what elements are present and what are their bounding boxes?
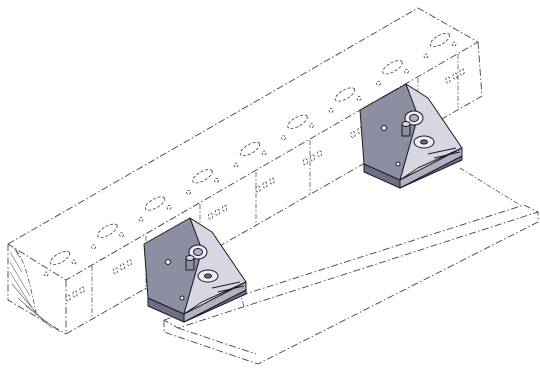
rail-slot <box>97 223 118 238</box>
rail-top-hole <box>43 271 49 277</box>
block-side-hole <box>179 295 185 301</box>
rail-top-hole <box>186 189 191 195</box>
block-groove <box>211 281 245 293</box>
rail-hole-group <box>186 169 228 220</box>
block-front-lip <box>183 281 247 323</box>
rail-front-hole <box>126 259 133 267</box>
block-screw-head <box>185 255 195 261</box>
rail-front-hole <box>316 150 323 158</box>
plate-inner-edge <box>177 327 257 355</box>
rail-hole-group <box>423 32 465 84</box>
rail-top-hole <box>423 53 429 59</box>
block-boss-hole <box>193 248 203 256</box>
rail-top-hole <box>166 205 172 210</box>
rail-front-hole <box>79 286 85 294</box>
rail-top-hole <box>119 232 124 238</box>
rail-front-hole <box>262 181 268 189</box>
block-pocket-hole <box>204 273 212 279</box>
block-groove <box>427 147 461 159</box>
rail-top-hole <box>404 68 409 74</box>
rail-front-hole <box>65 294 71 302</box>
rail-top-hole <box>71 259 77 265</box>
rail-top-hole <box>309 123 314 129</box>
rail-top-hole <box>451 41 457 47</box>
rail-hole-group <box>233 141 275 193</box>
rail-slot <box>429 32 451 48</box>
rail-top-hole <box>376 80 381 86</box>
rail-hole-group <box>281 114 323 166</box>
rail-front-hole <box>214 208 221 216</box>
rail-hole-group <box>43 250 85 302</box>
rail-top-hole <box>281 135 286 141</box>
rail-front-hole <box>221 204 228 212</box>
rail-top-hole <box>328 108 334 113</box>
rail-front-hole <box>452 72 458 80</box>
rail-front-hole <box>72 290 78 298</box>
block-side-hole <box>395 161 401 167</box>
rail-slot <box>49 250 71 266</box>
plate-leader-right <box>459 167 521 206</box>
rail-front-hole <box>207 212 214 220</box>
rail-slot <box>334 87 356 102</box>
rail-front-hole <box>309 154 316 162</box>
phantom-rail <box>7 7 483 335</box>
rail-top-hole <box>261 150 267 156</box>
rail-front-hole <box>445 76 451 84</box>
rail-front-hole <box>119 263 126 271</box>
block-boss-hole <box>409 114 419 122</box>
rail-end-hatching <box>9 247 61 333</box>
rail-front-hole <box>350 131 356 138</box>
block-side-hole <box>381 125 387 131</box>
rail-slot <box>287 114 308 129</box>
block-pocket-hole <box>420 139 428 145</box>
rail-slot <box>382 60 403 75</box>
rail-front-face <box>65 41 483 335</box>
rail-front-hole <box>459 68 465 76</box>
clamp-block-right <box>359 83 463 189</box>
block-front-lip <box>399 147 463 189</box>
block-screw-head <box>401 121 411 127</box>
rail-top-hole <box>138 217 144 222</box>
rail-slot <box>144 196 166 211</box>
rail-top-hole <box>233 162 239 168</box>
rail-top-hole <box>356 96 362 101</box>
rail-front-hole <box>269 177 275 185</box>
rail-front-hole <box>255 185 261 193</box>
rail-slot <box>239 141 261 157</box>
rail-top-hole <box>91 244 96 250</box>
block-side-hole <box>165 259 171 265</box>
rail-front-hole <box>112 267 119 275</box>
clamp-block-left <box>143 217 247 323</box>
rail-end-face <box>7 244 67 335</box>
rail-hole-group <box>91 223 133 275</box>
rail-top-hole <box>214 177 219 183</box>
rail-front-hole <box>302 158 309 166</box>
plate-front-edge <box>163 212 539 365</box>
rail-slot <box>192 169 213 184</box>
